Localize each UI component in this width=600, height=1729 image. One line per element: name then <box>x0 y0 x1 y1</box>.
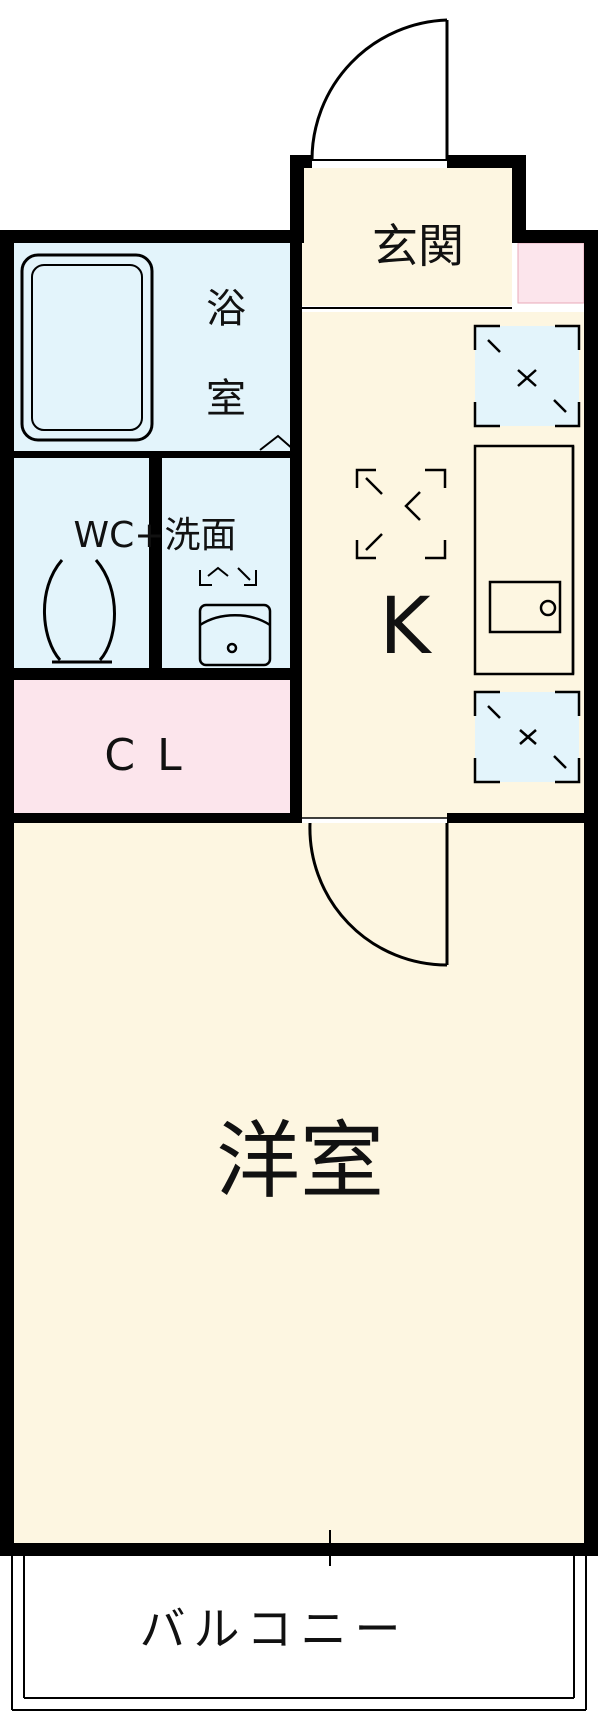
wall-wc-washroom <box>149 458 162 668</box>
bathtub <box>20 253 154 442</box>
balcony-label: バルコニー <box>139 1602 408 1656</box>
wc-floor <box>14 458 149 668</box>
kitchen-label: K <box>379 582 432 672</box>
wall-center-column <box>290 243 302 823</box>
outer-wall-left <box>0 230 14 1556</box>
entrance-label: 玄関 <box>372 219 464 273</box>
western-room-label: 洋室 <box>216 1112 384 1210</box>
closet-label: CL <box>104 730 203 781</box>
window <box>155 1530 505 1566</box>
bath-door-mark <box>259 434 295 451</box>
refrigerator-space-icon <box>473 324 581 428</box>
wall-wet-closet <box>14 668 294 680</box>
outer-wall-top-left <box>0 230 302 243</box>
wall-bath-wc <box>14 451 294 458</box>
walls <box>0 155 598 1556</box>
washroom-floor <box>162 458 294 668</box>
washing-machine-space-icon <box>199 566 257 586</box>
entrance-floor <box>302 168 512 306</box>
wall-kitchen-room <box>447 813 584 823</box>
western-room-floor <box>14 823 584 1543</box>
shoe-box <box>517 242 585 304</box>
wc-washroom-label: WC+洗面 <box>74 515 237 556</box>
entrance-wall-top-left <box>290 155 312 168</box>
room-door <box>308 822 449 967</box>
balcony-railing <box>11 1556 587 1711</box>
bath-label-1: 浴 <box>206 286 246 332</box>
kitchen-appliance-icon <box>355 468 447 560</box>
washbasin <box>198 603 272 667</box>
entrance-wall-left <box>290 155 304 243</box>
outer-wall-top-right <box>512 230 598 243</box>
toilet <box>43 559 116 664</box>
bath-label-2: 室 <box>206 376 246 422</box>
outer-wall-right <box>584 230 598 1556</box>
closet-floor <box>14 680 294 813</box>
entrance-wall-right <box>512 155 526 243</box>
kitchen-counter <box>473 444 575 676</box>
bath-floor <box>14 243 294 451</box>
wall-closet-room <box>14 813 302 823</box>
entrance-wall-top-right <box>447 155 526 168</box>
entrance-door <box>310 18 449 161</box>
laundry-space-icon <box>473 690 581 784</box>
